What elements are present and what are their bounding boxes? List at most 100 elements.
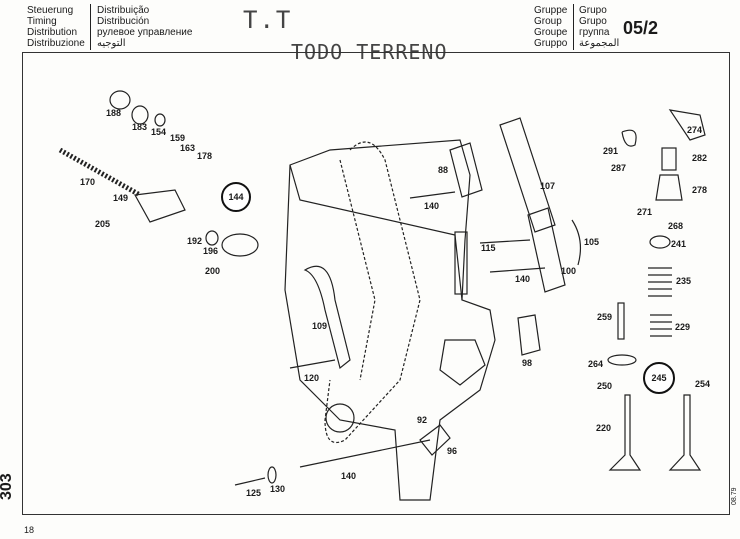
ring-196 <box>205 230 219 246</box>
part-label: 100 <box>561 266 577 276</box>
valve-220-b <box>668 394 702 471</box>
header-text: Distribuição <box>97 5 150 16</box>
spring-235 <box>648 267 672 297</box>
bolt-140-a <box>409 191 456 199</box>
part-label: 107 <box>540 181 556 191</box>
part-label: 105 <box>584 237 600 247</box>
header-text: Gruppe <box>534 5 568 16</box>
rail-107 <box>499 117 556 233</box>
part-label: 183 <box>132 122 148 132</box>
part-label: 229 <box>675 322 691 332</box>
valve-guide-259 <box>617 302 625 340</box>
part-label: 200 <box>205 266 221 276</box>
part-label: 271 <box>637 207 653 217</box>
rail-100 <box>527 207 566 293</box>
bolt-120 <box>289 359 336 369</box>
part-label: 130 <box>270 484 286 494</box>
header-text: Groupe <box>534 27 568 38</box>
page-code: 303 <box>0 473 15 500</box>
part-label: 96 <box>447 446 458 456</box>
part-label: 241 <box>671 239 687 249</box>
page-number: 18 <box>24 525 35 535</box>
sprocket <box>325 403 355 433</box>
part-label: 188 <box>106 108 122 118</box>
part-label: 220 <box>596 423 612 433</box>
spring-170 <box>58 147 142 198</box>
header-text: المجموعة <box>579 38 620 49</box>
header-text: Steuerung <box>27 5 74 16</box>
part-label: 159 <box>170 133 186 143</box>
header-text: Distribution <box>27 27 78 38</box>
bolt-140-b <box>489 267 546 273</box>
part-label: 92 <box>417 415 428 425</box>
header-right-languages: Gruppe Group Groupe Gruppo <box>534 5 567 49</box>
rail-88 <box>449 142 483 198</box>
header-left-languages: Steuerung Timing Distribution Distribuzi… <box>27 5 85 49</box>
part-label: 192 <box>187 236 203 246</box>
header-text: Gruppo <box>534 38 568 49</box>
part-label: 154 <box>151 127 167 137</box>
header-text: группа <box>579 27 610 38</box>
part-label: 140 <box>341 471 357 481</box>
element-282 <box>661 147 677 171</box>
part-callout-circled: 144 <box>221 182 251 212</box>
header-text: Timing <box>27 16 57 27</box>
cover-plate <box>454 231 468 295</box>
valve-220 <box>608 394 642 471</box>
part-label: 170 <box>80 177 96 187</box>
plug-188 <box>109 90 131 110</box>
bolt-140-c <box>299 439 431 468</box>
timing-chain <box>324 141 421 444</box>
divider <box>90 4 91 50</box>
bolt-125 <box>234 477 266 486</box>
part-label: 98 <box>522 358 533 368</box>
tensioner-body <box>134 189 186 223</box>
washer-130 <box>267 466 277 484</box>
part-label: 140 <box>515 274 531 284</box>
part-label: 196 <box>203 246 219 256</box>
part-label: 264 <box>588 359 604 369</box>
stamp-tt: T.T <box>243 6 293 34</box>
clip-105 <box>571 219 582 266</box>
header-text: Grupo <box>579 16 607 27</box>
group-number: 05/2 <box>623 18 659 38</box>
clip-291 <box>621 129 637 147</box>
header-text: Grupo <box>579 5 607 16</box>
part-label: 254 <box>695 379 711 389</box>
engine-block <box>284 139 496 501</box>
part-label: 205 <box>95 219 111 229</box>
part-label: 149 <box>113 193 129 203</box>
print-date: 08.79 <box>731 487 738 505</box>
seat-264 <box>607 354 637 366</box>
part-label: 259 <box>597 312 613 322</box>
part-label: 88 <box>438 165 449 175</box>
header-text: Distribuzione <box>27 38 85 49</box>
part-label: 235 <box>676 276 692 286</box>
part-label: 291 <box>603 146 619 156</box>
part-callout-circled: 245 <box>643 362 675 394</box>
timing-chain-2 <box>339 159 376 381</box>
gasket-200 <box>221 233 259 257</box>
part-label: 178 <box>197 151 213 161</box>
part-label: 109 <box>312 321 328 331</box>
tensioner-rail-92 <box>419 424 451 456</box>
flange <box>439 339 486 386</box>
header-text: рулевое управление <box>97 27 193 38</box>
engine-block-top <box>289 164 463 301</box>
header-left-languages-2: Distribuição Distribución рулевое управл… <box>97 5 192 49</box>
chain-guide-109 <box>303 265 351 370</box>
spring-229 <box>650 314 672 337</box>
header-text: التوجيه <box>97 38 126 49</box>
part-label: 120 <box>304 373 320 383</box>
adjuster-278 <box>655 174 683 201</box>
part-label: 163 <box>180 143 196 153</box>
part-label: 278 <box>692 185 708 195</box>
header-right-languages-2: Grupo Grupo группа المجموعة <box>579 5 619 49</box>
part-label: 115 <box>481 243 496 253</box>
part-label: 268 <box>668 221 684 231</box>
divider <box>573 4 574 50</box>
header-text: Distribución <box>97 16 150 27</box>
diagram-frame <box>22 52 730 515</box>
part-label: 250 <box>597 381 613 391</box>
